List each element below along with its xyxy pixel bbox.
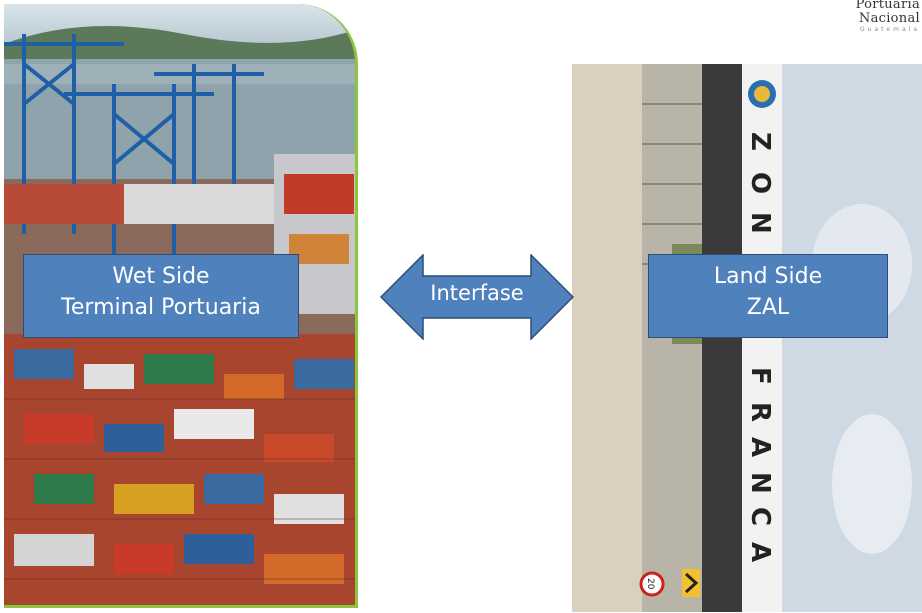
land-side-subtitle: ZAL [746,295,790,320]
wet-side-box: Wet Side Terminal Portuaria [23,254,299,338]
land-side-box: Land Side ZAL [648,254,888,338]
svg-text:20: 20 [645,578,655,590]
logo-line-3: Guatemala [859,26,920,33]
logo-line-2: Nacional [858,11,920,26]
zona-franca-sign: Z O N F R A N C A [745,132,775,562]
svg-text:C: C [745,507,775,526]
svg-text:Z: Z [745,132,775,151]
svg-text:N: N [745,472,775,494]
wet-side-subtitle: Terminal Portuaria [61,295,261,320]
port-terminal-photo [4,4,358,608]
svg-text:O: O [745,172,775,194]
logo-line-1: Portuaria [855,0,920,12]
bidirectional-arrow-icon [380,254,574,340]
interface-label: Interfase [430,281,524,305]
svg-text:F: F [745,367,775,385]
logo-portuaria-nacional: Portuaria Nacional Guatemala [832,0,922,40]
svg-text:A: A [745,437,775,457]
zona-franca-photo: Z O N F R A N C A 20 [572,64,922,612]
svg-text:A: A [745,542,775,562]
svg-text:N: N [745,212,775,234]
land-side-title: Land Side [713,264,823,289]
svg-text:R: R [745,402,775,422]
wet-side-title: Wet Side [112,264,210,289]
